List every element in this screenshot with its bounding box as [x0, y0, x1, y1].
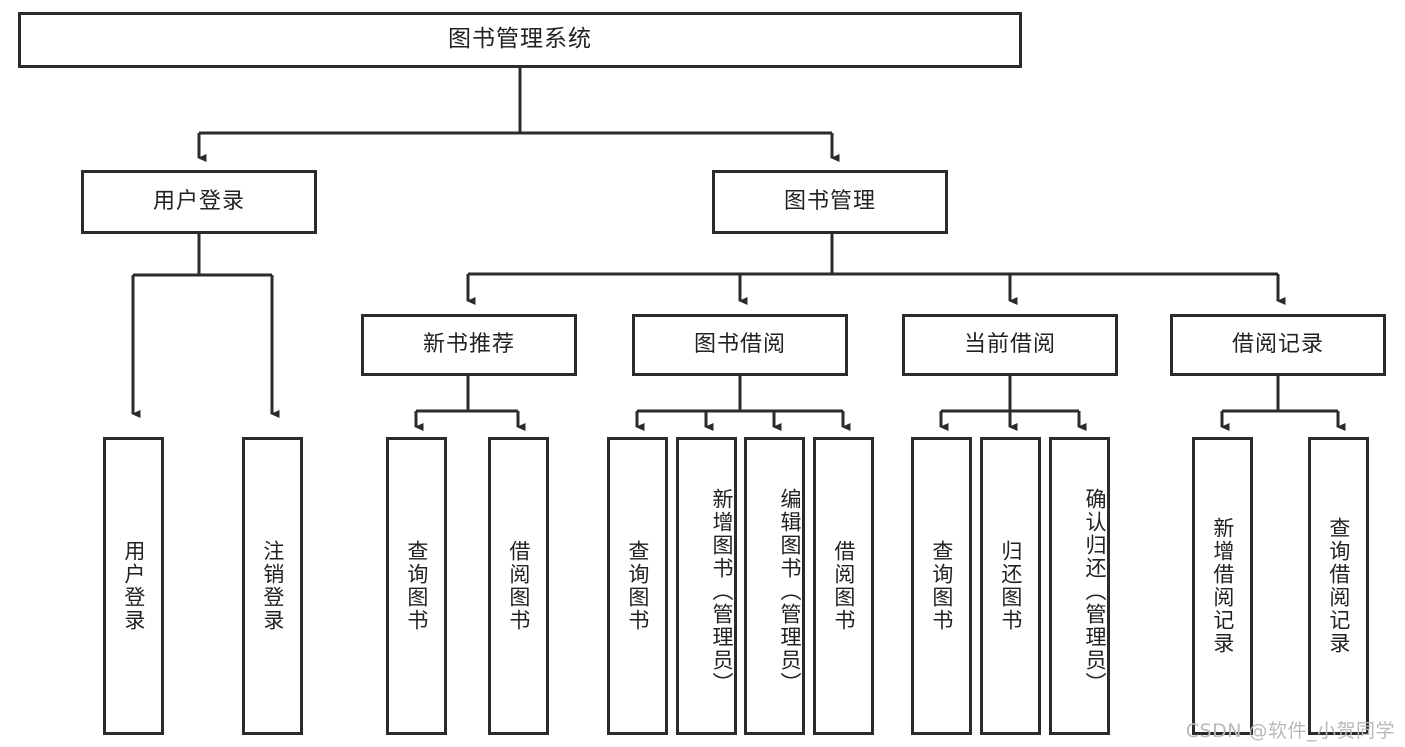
leaf-query-borrow-record[interactable]: 查询借阅记录 — [1308, 437, 1369, 735]
node-user-login[interactable]: 用户登录 — [81, 170, 317, 234]
leaf-borrow-book[interactable]: 借阅图书 — [813, 437, 874, 735]
node-label: 新书推荐 — [422, 331, 515, 357]
node-label: 图书借阅 — [693, 331, 786, 357]
node-label: 新增图书（管理员） — [710, 487, 734, 695]
node-root-book-management-system[interactable]: 图书管理系统 — [18, 12, 1022, 68]
node-borrow-record[interactable]: 借阅记录 — [1170, 314, 1386, 376]
leaf-add-book-admin[interactable]: 新增图书（管理员） — [676, 437, 737, 735]
node-label: 确认归还（管理员） — [1083, 487, 1107, 695]
node-label: 查询图书 — [404, 540, 429, 632]
node-new-book-recommendation[interactable]: 新书推荐 — [361, 314, 577, 376]
leaf-borrow-book-newbook[interactable]: 借阅图书 — [488, 437, 549, 735]
node-label: 借阅记录 — [1231, 331, 1324, 357]
leaf-confirm-return-admin[interactable]: 确认归还（管理员） — [1049, 437, 1110, 735]
node-current-borrow[interactable]: 当前借阅 — [902, 314, 1118, 376]
node-book-management[interactable]: 图书管理 — [712, 170, 948, 234]
node-label: 注销登录 — [260, 540, 285, 632]
leaf-add-borrow-record[interactable]: 新增借阅记录 — [1192, 437, 1253, 735]
node-label: 查询图书 — [625, 540, 650, 632]
node-label: 新增借阅记录 — [1210, 517, 1235, 655]
leaf-return-book[interactable]: 归还图书 — [980, 437, 1041, 735]
leaf-user-login[interactable]: 用户登录 — [103, 437, 164, 735]
leaf-query-book-newbook[interactable]: 查询图书 — [386, 437, 447, 735]
node-label: 借阅图书 — [831, 540, 856, 632]
node-label: 图书管理 — [783, 188, 876, 214]
node-label: 图书管理系统 — [448, 26, 592, 53]
node-label: 归还图书 — [998, 540, 1023, 632]
node-label: 借阅图书 — [506, 540, 531, 632]
leaf-logout[interactable]: 注销登录 — [242, 437, 303, 735]
node-book-borrow[interactable]: 图书借阅 — [632, 314, 848, 376]
watermark: CSDN @软件_小贺同学 — [1185, 720, 1395, 742]
node-label: 编辑图书（管理员） — [778, 487, 802, 695]
node-label: 当前借阅 — [963, 331, 1056, 357]
node-label: 查询图书 — [929, 540, 954, 632]
node-label: 用户登录 — [121, 540, 146, 632]
node-label: 查询借阅记录 — [1326, 517, 1351, 655]
leaf-query-book-borrow[interactable]: 查询图书 — [607, 437, 668, 735]
leaf-edit-book-admin[interactable]: 编辑图书（管理员） — [744, 437, 805, 735]
node-label: 用户登录 — [152, 188, 245, 214]
leaf-query-book-current[interactable]: 查询图书 — [911, 437, 972, 735]
